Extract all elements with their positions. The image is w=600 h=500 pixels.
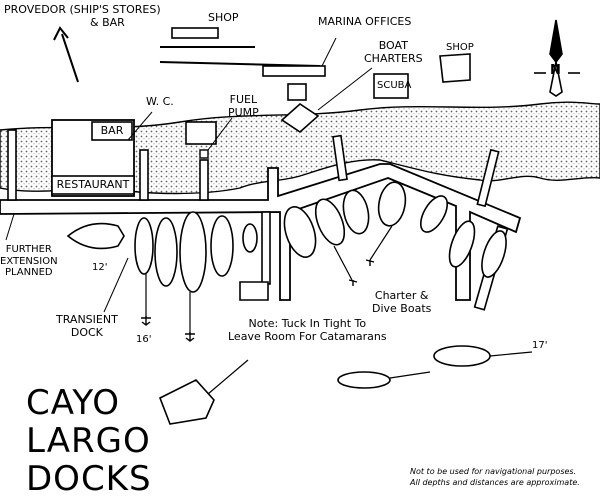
small-building — [287, 83, 307, 101]
marina-offices-building — [262, 65, 326, 77]
dock-stub-d — [476, 148, 500, 208]
anchor-lines — [145, 225, 533, 395]
boat-charter-3 — [342, 189, 370, 235]
charter-dive-label: Charter &Dive Boats — [372, 289, 432, 315]
compass-n-label: N — [550, 63, 561, 78]
restaurant-label: RESTAURANT — [56, 178, 130, 191]
map-title: CAYO LARGO DOCKS — [26, 384, 152, 498]
boat-charter-7 — [481, 230, 507, 278]
fuel-leader — [207, 117, 233, 151]
transient-dock-stem — [261, 211, 271, 285]
depth-17-label: 17' — [532, 340, 548, 351]
shop-right-building — [439, 53, 471, 83]
boat-anchored-1 — [433, 345, 491, 367]
shop-right-label: SHOP — [446, 42, 474, 53]
title-line-2: LARGO — [26, 421, 151, 461]
north-arrow-icon — [53, 26, 79, 83]
boat-anchored-2 — [337, 371, 391, 389]
bar-label: BAR — [100, 124, 124, 137]
title-line-1: CAYO — [26, 383, 121, 423]
boat-charter-6 — [448, 220, 476, 268]
catamaran-small — [239, 281, 269, 301]
main-dock — [0, 163, 522, 301]
boat-transient-5 — [242, 223, 258, 253]
dock-stub-b — [199, 159, 209, 201]
transient-leader — [103, 257, 129, 313]
catamaran-anchored — [158, 379, 215, 425]
dock-stub-left — [7, 129, 17, 201]
title-line-3: DOCKS — [26, 459, 152, 499]
dock-stub-c — [332, 134, 348, 182]
boat-charter-5 — [419, 195, 449, 233]
boat-transient-3 — [179, 211, 207, 293]
boat-west — [66, 222, 125, 250]
fuel-pump — [199, 149, 209, 159]
boat-transient-2 — [154, 217, 178, 287]
scuba-building — [373, 73, 409, 99]
fuel-building — [185, 121, 217, 145]
restaurant-box — [51, 175, 135, 195]
marina-offices-label: MARINA OFFICES — [318, 15, 412, 28]
depth-12-label: 12' — [92, 262, 108, 273]
boat-transient-4 — [210, 215, 234, 277]
boat-charter-4 — [377, 181, 407, 227]
compass-icon — [534, 19, 580, 97]
boat-charter-2 — [314, 198, 346, 246]
wc-label: W. C. — [146, 95, 174, 108]
disclaimer: Not to be used for navigational purposes… — [410, 467, 580, 487]
shop-top-building — [171, 27, 219, 39]
dock-stub-a — [139, 149, 149, 201]
depth-16-label: 16' — [136, 334, 152, 345]
bar-box — [91, 121, 133, 141]
boats — [66, 181, 507, 425]
boat-charter-1 — [283, 206, 317, 258]
shop-top-label: SHOP — [208, 11, 239, 24]
anchor-icon — [141, 259, 375, 342]
boat-charters-building — [280, 102, 320, 134]
further-leader — [5, 213, 15, 241]
boat-charters-leader — [317, 67, 373, 111]
boat-transient-1 — [134, 217, 154, 275]
marina-offices-leader — [321, 37, 337, 67]
wc-leader — [127, 111, 153, 141]
shoreline — [0, 101, 600, 195]
scuba-label: SCUBA — [377, 80, 412, 91]
proveedor-label: PROVEDOR (SHIP'S STORES)& BAR — [4, 3, 161, 29]
